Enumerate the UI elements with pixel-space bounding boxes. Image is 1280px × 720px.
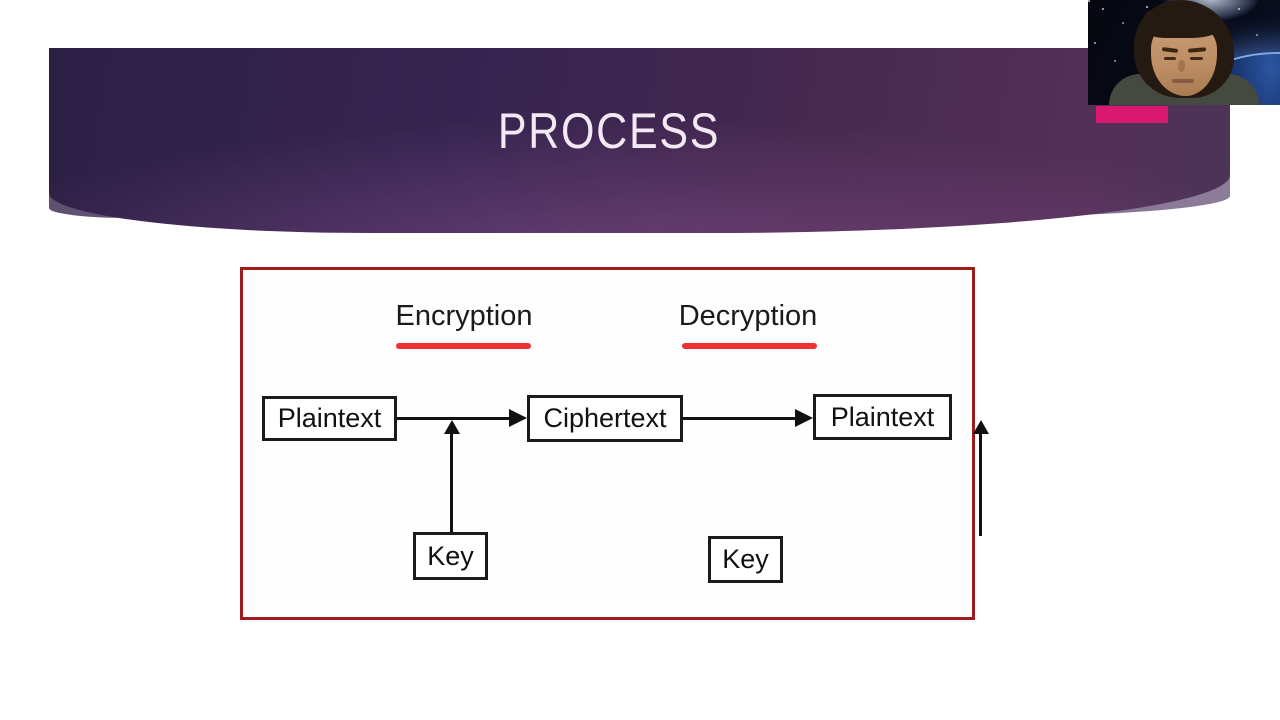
plaintext-output-box: Plaintext <box>813 394 952 440</box>
decryption-arrowhead-icon <box>795 409 813 427</box>
encryption-key-line <box>450 433 453 532</box>
presenter-mouth <box>1172 79 1194 83</box>
presenter-eye-left <box>1164 57 1176 60</box>
starfield-background <box>1088 0 1090 2</box>
presenter-nose <box>1178 60 1185 72</box>
decryption-key-arrowhead-icon <box>973 420 989 434</box>
decryption-flow-line <box>683 417 795 420</box>
webcam-overlay <box>1088 0 1280 105</box>
ciphertext-box: Ciphertext <box>527 395 683 442</box>
slide-title: PROCESS <box>497 103 721 159</box>
plaintext-input-box: Plaintext <box>262 396 397 441</box>
encryption-flow-line <box>397 417 509 420</box>
encryption-diagram: Encryption Decryption Plaintext Cipherte… <box>240 267 989 620</box>
decryption-underline <box>682 343 817 349</box>
encryption-underline <box>396 343 531 349</box>
presenter-eye-right <box>1190 57 1203 60</box>
header-band <box>49 48 1230 233</box>
pink-accent-bar <box>1096 106 1168 123</box>
decryption-label: Decryption <box>678 300 818 332</box>
encryption-key-box: Key <box>413 532 488 580</box>
encryption-key-arrowhead-icon <box>444 420 460 434</box>
encryption-arrowhead-icon <box>509 409 527 427</box>
presenter-hair-fringe <box>1144 10 1224 38</box>
decryption-key-box: Key <box>708 536 783 583</box>
decryption-key-line <box>979 433 982 536</box>
diagram-red-frame <box>240 267 975 620</box>
encryption-label: Encryption <box>395 300 533 332</box>
